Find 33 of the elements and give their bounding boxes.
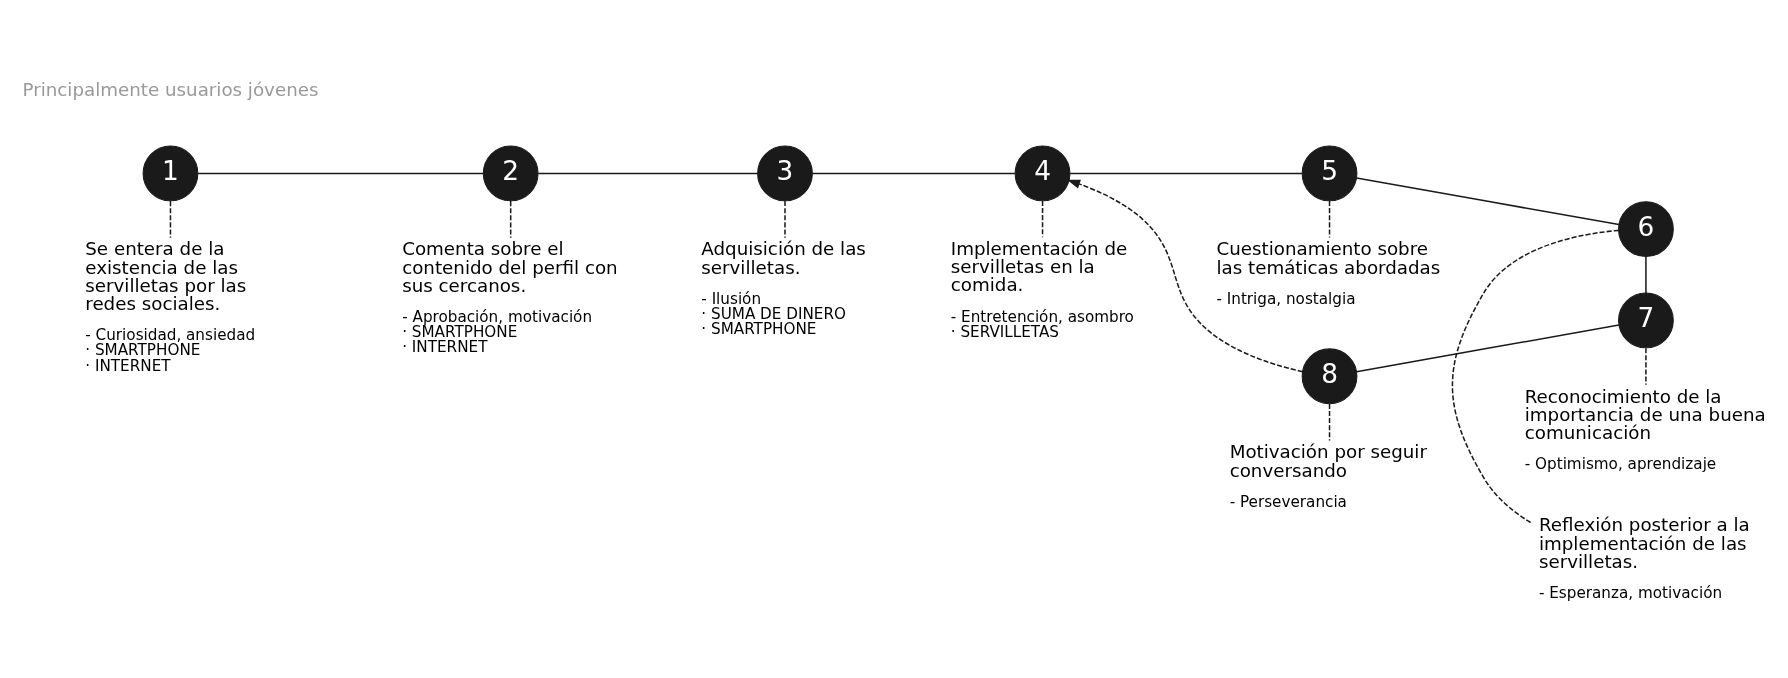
connector	[1328, 402, 1331, 441]
connector	[1645, 255, 1647, 294]
connector	[537, 172, 758, 174]
node-text: Cuestionamiento sobre las temáticas abordadas - Intriga, nostalgia	[1216, 237, 1441, 308]
node-circle: 6	[1618, 200, 1674, 257]
node-circle: 1	[142, 145, 199, 201]
connector	[197, 172, 484, 174]
connector	[169, 199, 172, 238]
connector	[1451, 229, 1620, 523]
node-text: Reconocimiento de la importancia de una buena comunicación - Optimismo, aprendizaje	[1524, 385, 1766, 473]
node-text: Se entera de la existencia de las servilletas por las redes sociales. - Curiosidad, ansiedad · SMARTPHONE · INTERNET	[85, 237, 256, 375]
connector	[1069, 172, 1303, 174]
node-text: Implementación de servilletas en la comida. - Entretención, asombro · SERVILLETAS	[950, 237, 1134, 341]
connector	[1355, 176, 1620, 225]
connector	[1328, 199, 1331, 238]
node-text: Adquisición de las servilletas. - Ilusión · SUMA DE DINERO · SMARTPHONE	[701, 237, 866, 338]
connector	[1645, 346, 1647, 386]
connector	[784, 199, 786, 238]
node-text: Reflexión posterior a la implementación de las servilletas. - Esperanza, motivación	[1538, 513, 1750, 602]
node-circle: 7	[1618, 292, 1674, 348]
connector	[509, 199, 512, 239]
node-circle: 4	[1014, 145, 1071, 201]
node-circle: 5	[1301, 145, 1358, 201]
node-circle: 2	[482, 145, 539, 201]
node-text: Comenta sobre el contenido del perfil con sus cercanos. - Aprobación, motivación · SMARTPHONE · INTERNET	[402, 237, 618, 356]
label: Principalmente usuarios jóvenes	[22, 78, 319, 100]
connector	[811, 172, 1016, 174]
arrow	[1066, 179, 1304, 372]
node-text: Motivación por seguir conversando - Perseverancia	[1229, 440, 1427, 511]
node-circle: 3	[757, 145, 813, 201]
connector	[1041, 199, 1044, 238]
connector	[1355, 323, 1620, 372]
node-circle: 8	[1301, 347, 1358, 404]
